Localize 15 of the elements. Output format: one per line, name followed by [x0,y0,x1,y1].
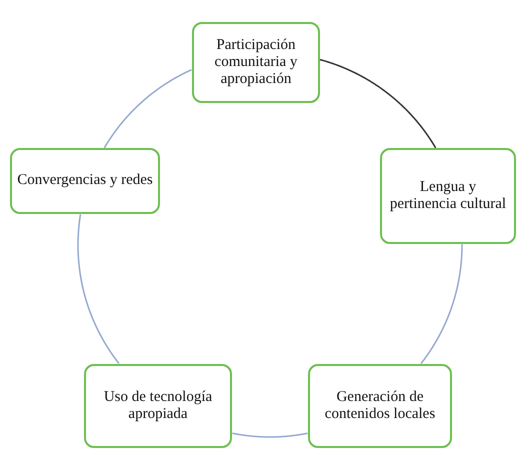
process-box [84,364,232,448]
node-label: Convergencias y redes [17,172,153,190]
process-box [10,148,160,214]
connector-arc [320,58,436,148]
connector-arc [420,244,463,364]
connector-arc [232,432,308,438]
node-label: Uso de tecnología apropiada [102,388,214,424]
connector-arc [77,214,120,364]
process-box [308,364,452,448]
node-label: Participación comunitaria y apropiación [214,36,298,88]
process-box [380,148,516,244]
process-box [192,22,320,103]
node-label: Generación de contenidos locales [324,388,436,424]
node-label: Lengua y pertinencia cultural [388,178,508,214]
connector-arc [104,69,192,148]
